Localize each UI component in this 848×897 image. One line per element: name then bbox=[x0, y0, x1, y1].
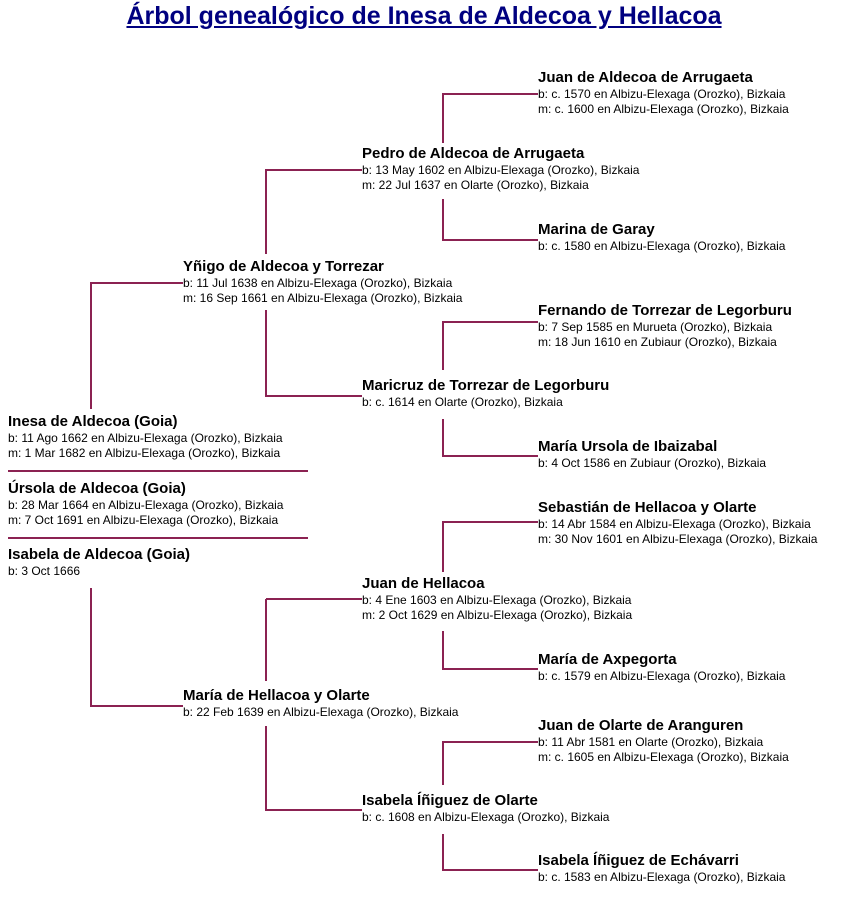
person-card: Isabela Íñiguez de Echávarri b: c. 1583 … bbox=[538, 852, 785, 885]
connector-pedro-mother bbox=[442, 199, 538, 241]
connector-ynigo-father bbox=[265, 169, 362, 254]
connector-maria-father bbox=[265, 598, 362, 681]
person-card: Juan de Hellacoa b: 4 Ene 1603 en Albizu… bbox=[362, 575, 632, 623]
person-card: Inesa de Aldecoa (Goia) b: 11 Ago 1662 e… bbox=[8, 413, 283, 461]
connector-maricruz-mother bbox=[442, 419, 538, 457]
person-card: María de Axpegorta b: c. 1579 en Albizu-… bbox=[538, 651, 785, 684]
person-birth: b: 3 Oct 1666 bbox=[8, 564, 81, 578]
person-card: Sebastián de Hellacoa y Olarte b: 14 Abr… bbox=[538, 499, 817, 547]
person-birth: b: c. 1583 en Albizu-Elexaga (Orozko), B… bbox=[538, 870, 786, 884]
person-card: Maricruz de Torrezar de Legorburu b: c. … bbox=[362, 377, 609, 410]
person-name: María de Axpegorta bbox=[538, 651, 677, 668]
connector-juan-father bbox=[442, 521, 538, 572]
person-card: María de Hellacoa y Olarte b: 22 Feb 163… bbox=[183, 687, 458, 720]
person-name: Sebastián de Hellacoa y Olarte bbox=[538, 499, 757, 516]
person-name: Isabela Íñiguez de Echávarri bbox=[538, 852, 739, 869]
connector-isabela-mother bbox=[442, 834, 538, 871]
person-marriage: m: 18 Jun 1610 en Zubiaur (Orozko), Bizk… bbox=[538, 335, 777, 349]
person-card: Isabela de Aldecoa (Goia) b: 3 Oct 1666 bbox=[8, 546, 190, 579]
person-name: María Ursola de Ibaizabal bbox=[538, 438, 718, 455]
person-birth: b: 4 Oct 1586 en Zubiaur (Orozko), Bizka… bbox=[538, 456, 767, 470]
person-marriage: m: 30 Nov 1601 en Albizu-Elexaga (Orozko… bbox=[538, 532, 818, 546]
connector-maria-mother bbox=[265, 726, 362, 811]
person-card: María Ursola de Ibaizabal b: 4 Oct 1586 … bbox=[538, 438, 766, 471]
person-birth: b: 14 Abr 1584 en Albizu-Elexaga (Orozko… bbox=[538, 517, 811, 531]
person-birth: b: c. 1580 en Albizu-Elexaga (Orozko), B… bbox=[538, 239, 786, 253]
person-name: Maricruz de Torrezar de Legorburu bbox=[362, 377, 610, 394]
person-name: Fernando de Torrezar de Legorburu bbox=[538, 302, 792, 319]
person-birth: b: 28 Mar 1664 en Albizu-Elexaga (Orozko… bbox=[8, 498, 284, 512]
connector-juan-mother bbox=[442, 631, 538, 670]
person-name: Pedro de Aldecoa de Arrugaeta bbox=[362, 145, 585, 162]
person-birth: b: 11 Jul 1638 en Albizu-Elexaga (Orozko… bbox=[183, 276, 453, 290]
person-name: Úrsola de Aldecoa (Goia) bbox=[8, 480, 186, 497]
person-marriage: m: 16 Sep 1661 en Albizu-Elexaga (Orozko… bbox=[183, 291, 463, 305]
person-name: Marina de Garay bbox=[538, 221, 655, 238]
page-title: Árbol genealógico de Inesa de Aldecoa y … bbox=[126, 2, 722, 30]
person-birth: b: c. 1614 en Olarte (Orozko), Bizkaia bbox=[362, 395, 563, 409]
connector-inesa-father bbox=[90, 282, 183, 409]
person-card: Úrsola de Aldecoa (Goia) b: 28 Mar 1664 … bbox=[8, 480, 283, 528]
person-birth: b: 4 Ene 1603 en Albizu-Elexaga (Orozko)… bbox=[362, 593, 632, 607]
connector-inesa-mother bbox=[90, 588, 183, 707]
person-birth: b: c. 1570 en Albizu-Elexaga (Orozko), B… bbox=[538, 87, 786, 101]
person-name: Juan de Aldecoa de Arrugaeta bbox=[538, 69, 753, 86]
person-name: María de Hellacoa y Olarte bbox=[183, 687, 370, 704]
person-birth: b: 11 Ago 1662 en Albizu-Elexaga (Orozko… bbox=[8, 431, 283, 445]
connector-pedro-father bbox=[442, 93, 538, 143]
person-marriage: m: c. 1605 en Albizu-Elexaga (Orozko), B… bbox=[538, 750, 789, 764]
person-name: Juan de Olarte de Aranguren bbox=[538, 717, 744, 734]
person-marriage: m: 22 Jul 1637 en Olarte (Orozko), Bizka… bbox=[362, 178, 589, 192]
person-card: Pedro de Aldecoa de Arrugaeta b: 13 May … bbox=[362, 145, 639, 193]
person-card: Juan de Aldecoa de Arrugaeta b: c. 1570 … bbox=[538, 69, 789, 117]
person-card: Yñigo de Aldecoa y Torrezar b: 11 Jul 16… bbox=[183, 258, 462, 306]
person-birth: b: 22 Feb 1639 en Albizu-Elexaga (Orozko… bbox=[183, 705, 459, 719]
connector-ynigo-mother bbox=[265, 310, 362, 397]
person-marriage: m: 1 Mar 1682 en Albizu-Elexaga (Orozko)… bbox=[8, 446, 281, 460]
person-card: Fernando de Torrezar de Legorburu b: 7 S… bbox=[538, 302, 792, 350]
person-name: Juan de Hellacoa bbox=[362, 575, 485, 592]
person-birth: b: c. 1608 en Albizu-Elexaga (Orozko), B… bbox=[362, 810, 610, 824]
person-birth: b: 13 May 1602 en Albizu-Elexaga (Orozko… bbox=[362, 163, 640, 177]
person-name: Yñigo de Aldecoa y Torrezar bbox=[183, 258, 384, 275]
person-birth: b: 11 Abr 1581 en Olarte (Orozko), Bizka… bbox=[538, 735, 764, 749]
person-marriage: m: 7 Oct 1691 en Albizu-Elexaga (Orozko)… bbox=[8, 513, 279, 527]
person-marriage: m: 2 Oct 1629 en Albizu-Elexaga (Orozko)… bbox=[362, 608, 633, 622]
person-birth: b: c. 1579 en Albizu-Elexaga (Orozko), B… bbox=[538, 669, 786, 683]
person-card: Juan de Olarte de Aranguren b: 11 Abr 15… bbox=[538, 717, 789, 765]
person-name: Isabela de Aldecoa (Goia) bbox=[8, 546, 190, 563]
connector-maricruz-father bbox=[442, 321, 538, 370]
person-card: Isabela Íñiguez de Olarte b: c. 1608 en … bbox=[362, 792, 609, 825]
person-birth: b: 7 Sep 1585 en Murueta (Orozko), Bizka… bbox=[538, 320, 773, 334]
connector-isabela-father bbox=[442, 741, 538, 785]
person-name: Isabela Íñiguez de Olarte bbox=[362, 792, 538, 809]
person-name: Inesa de Aldecoa (Goia) bbox=[8, 413, 178, 430]
person-card: Marina de Garay b: c. 1580 en Albizu-Ele… bbox=[538, 221, 785, 254]
person-marriage: m: c. 1600 en Albizu-Elexaga (Orozko), B… bbox=[538, 102, 789, 116]
